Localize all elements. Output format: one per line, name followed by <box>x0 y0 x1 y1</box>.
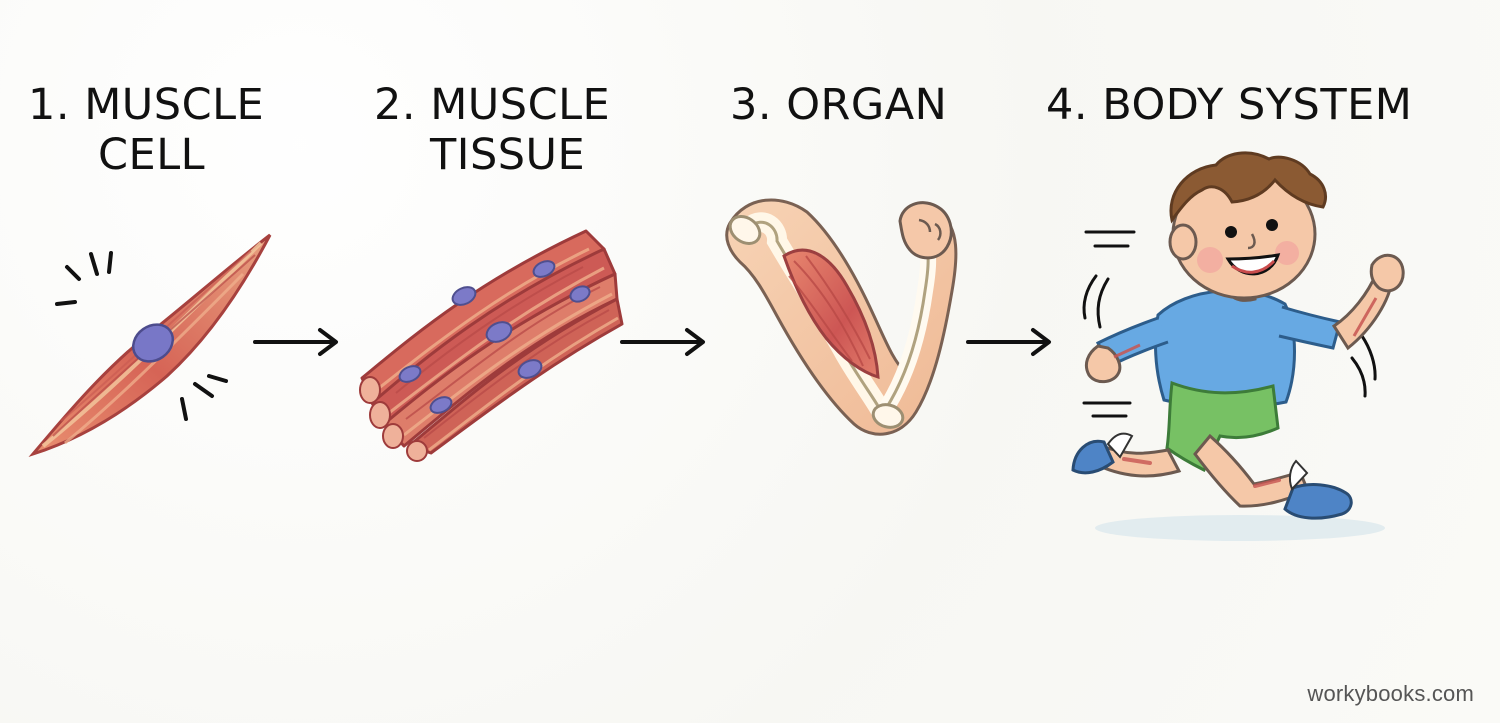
step-label-line: 2. MUSCLE <box>374 80 611 130</box>
step-label-line: TISSUE <box>430 130 586 180</box>
step-label-muscle-cell: 1. MUSCLE CELL <box>28 80 264 180</box>
step-label-line: 4. BODY SYSTEM <box>1046 80 1413 130</box>
step-label-organ: 3. ORGAN <box>730 80 947 130</box>
arrow-right-icon <box>620 328 705 356</box>
arrow-right-icon <box>253 328 338 356</box>
step-label-line: 1. MUSCLE <box>28 80 265 130</box>
watermark-text: workybooks.com <box>1307 681 1474 706</box>
spindle-muscle-cell-icon <box>28 233 272 458</box>
step-label-body-system: 4. BODY SYSTEM <box>1046 80 1412 130</box>
arrow-right-icon <box>966 328 1051 356</box>
step-label-muscle-tissue: 2. MUSCLE TISSUE <box>374 80 610 180</box>
step-label-line: 3. ORGAN <box>730 80 948 130</box>
flexed-arm-biceps-icon <box>725 198 958 436</box>
muscle-fiber-bundle-icon <box>359 229 624 462</box>
step-label-line: CELL <box>98 130 206 180</box>
running-boy-icon <box>1071 151 1405 541</box>
